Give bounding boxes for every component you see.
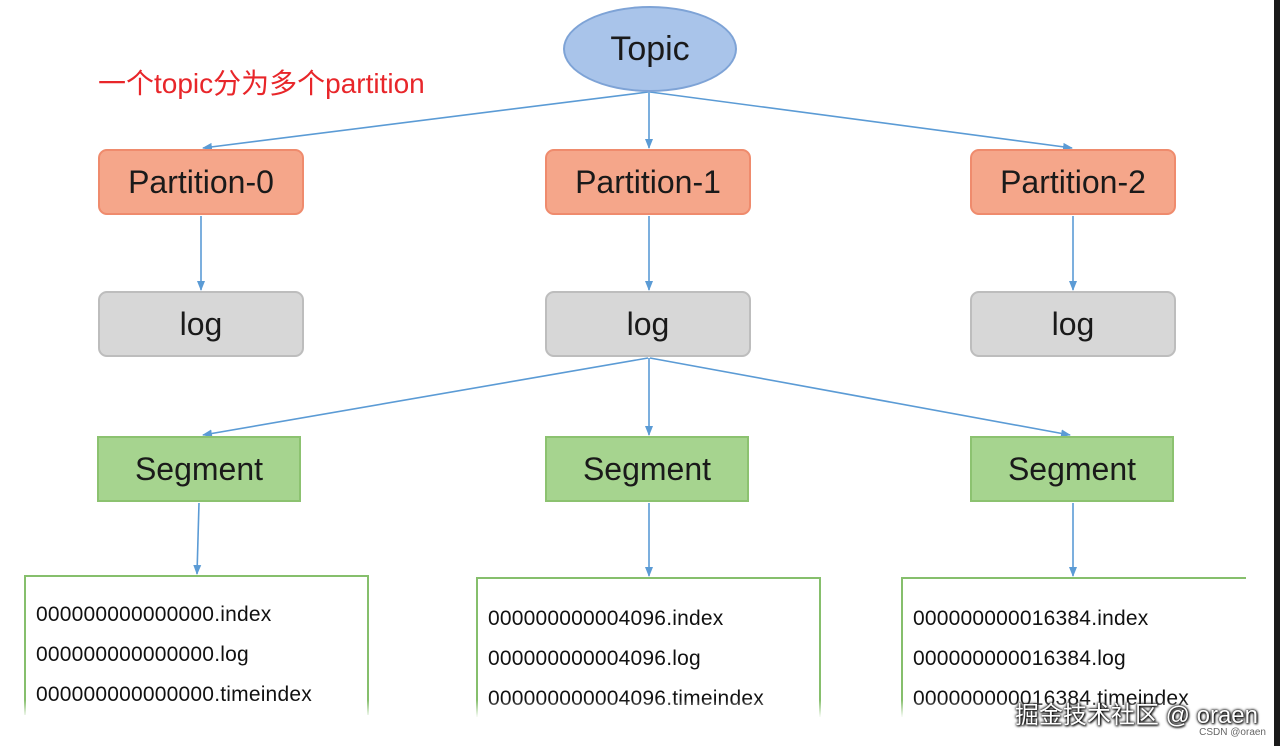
- topic-node: Topic: [563, 6, 737, 92]
- arrow-segment-0-to-files: [193, 502, 202, 575]
- partition-1-node: Partition-1: [545, 149, 751, 215]
- bottom-fade: [0, 700, 1280, 746]
- file-log-2: 000000000016384.log: [913, 647, 1126, 670]
- segment-node-2: Segment: [970, 436, 1174, 502]
- file-index-1: 000000000004096.index: [488, 607, 724, 630]
- segment-files-box-1: 000000000004096.index 000000000004096.lo…: [476, 577, 821, 717]
- segment-node-1: Segment: [545, 436, 749, 502]
- file-index-2: 000000000016384.index: [913, 607, 1149, 630]
- arrow-log-to-segment-2: [649, 357, 1071, 438]
- arrow-topic-to-partition-0: [202, 91, 649, 151]
- log-node-0: log: [98, 291, 304, 357]
- arrow-topic-to-partition-2: [649, 91, 1073, 151]
- log-node-2: log: [970, 291, 1176, 357]
- log-node-1: log: [545, 291, 751, 357]
- partition-0-node: Partition-0: [98, 149, 304, 215]
- right-edge-strip: [1274, 0, 1280, 746]
- file-log-0: 000000000000000.log: [36, 643, 249, 666]
- segment-node-0: Segment: [97, 436, 301, 502]
- segment-files-box-0: 000000000000000.index 000000000000000.lo…: [24, 575, 369, 715]
- watermark-small: CSDN @oraen: [1199, 727, 1266, 738]
- annotation-text: 一个topic分为多个partition: [98, 68, 425, 99]
- segment-files-box-2: 000000000016384.index 000000000016384.lo…: [901, 577, 1246, 717]
- arrow-log-to-segment-0: [202, 357, 649, 438]
- partition-2-node: Partition-2: [970, 149, 1176, 215]
- file-index-0: 000000000000000.index: [36, 603, 272, 626]
- file-log-1: 000000000004096.log: [488, 647, 701, 670]
- watermark-main: 掘金技术社区 @ oraen: [1014, 702, 1258, 729]
